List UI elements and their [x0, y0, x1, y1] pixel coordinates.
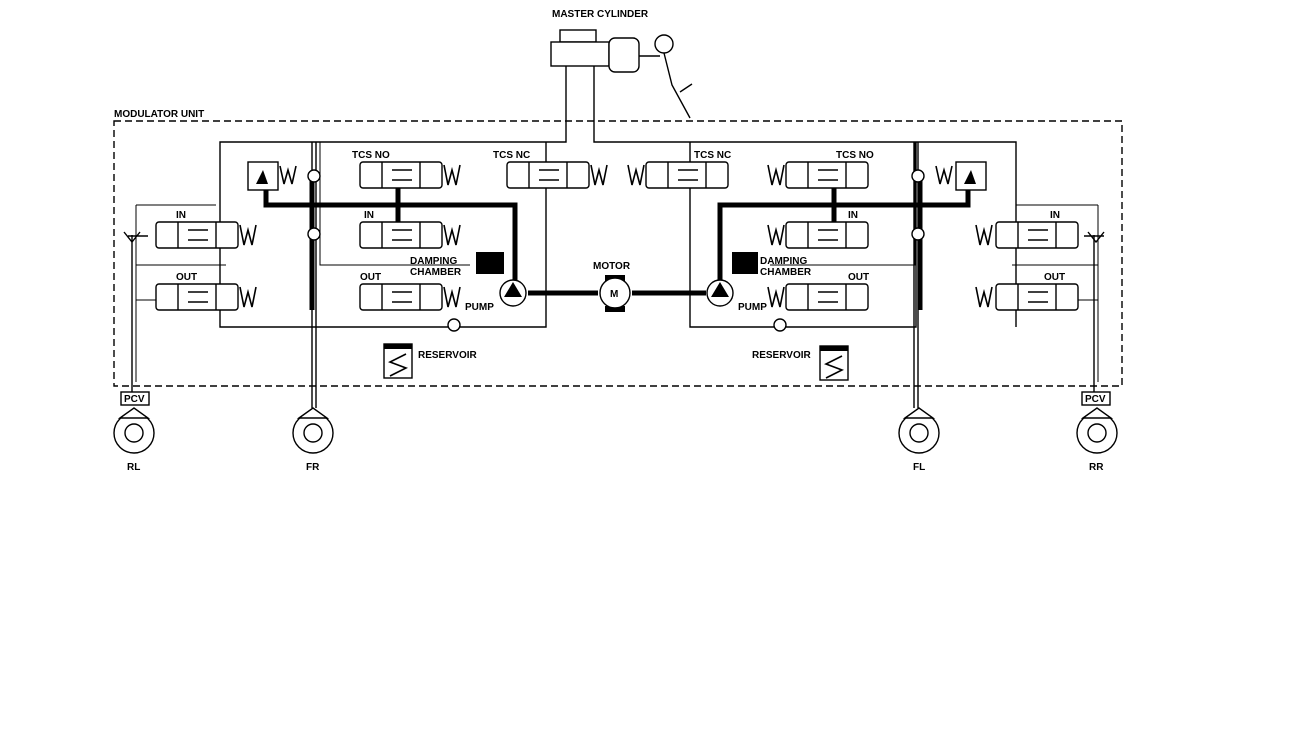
rr-in-valve [975, 221, 1079, 249]
rr-out-label: OUT [1044, 272, 1065, 283]
fl-brake-icon [898, 407, 940, 454]
right-check-valve-icon [911, 169, 925, 183]
right-tcs-no-valve [767, 161, 869, 189]
right-pump-line [717, 190, 971, 290]
modulator-unit-boundary [113, 120, 1123, 387]
left-check-valve-icon [307, 169, 321, 183]
right-damping-label: DAMPING [760, 256, 807, 267]
left-damping-chamber-icon [476, 252, 504, 274]
fr-line [311, 142, 317, 408]
rr-pcv-box [1081, 391, 1111, 406]
motor-icon [599, 277, 631, 309]
rl-pcv-label: PCV [124, 394, 145, 405]
fr-brake-icon [292, 407, 334, 454]
left-reservoir-label: RESERVOIR [418, 350, 477, 361]
rl-in-label: IN [176, 210, 186, 221]
left-pump-line [263, 190, 518, 290]
rr-pcv-label: PCV [1085, 394, 1106, 405]
left-out-label: OUT [360, 272, 381, 283]
right-tcs-no-label: TCS NO [836, 150, 874, 161]
left-pump-label: PUMP [465, 302, 494, 313]
right-tcs-nc-label: TCS NC [694, 150, 731, 161]
right-reservoir-icon [819, 345, 849, 381]
left-tcs-no-valve [359, 161, 461, 189]
wheel-rr-label: RR [1089, 462, 1104, 473]
right-out-valve [767, 283, 869, 311]
motor-symbol: M [610, 289, 618, 300]
left-tcs-no-label: TCS NO [352, 150, 390, 161]
wheel-fl-label: FL [913, 462, 925, 473]
modulator-unit-label: MODULATOR UNIT [114, 109, 204, 120]
right-pump-label: PUMP [738, 302, 767, 313]
right-chamber-label: CHAMBER [760, 267, 812, 278]
right-damping-chamber-icon [732, 252, 758, 274]
rl-pcv-box [120, 391, 150, 406]
left-in-label: IN [364, 210, 374, 221]
motor-label: MOTOR [593, 261, 631, 272]
right-reservoir-label: RESERVOIR [752, 350, 811, 361]
rr-out-valve [975, 283, 1079, 311]
right-in-valve [767, 221, 869, 249]
rl-in-valve [155, 221, 257, 249]
right-relief-valve [935, 161, 987, 191]
rl-brake-icon [113, 407, 155, 454]
rl-out-valve [155, 283, 257, 311]
wheel-rl-label: RL [127, 462, 140, 473]
left-chamber-label: CHAMBER [410, 267, 462, 278]
rr-in-label: IN [1050, 210, 1060, 221]
left-relief-valve [247, 161, 297, 191]
left-tcs-nc-label: TCS NC [493, 150, 530, 161]
left-in-valve [359, 221, 461, 249]
rl-out-label: OUT [176, 272, 197, 283]
rr-brake-icon [1076, 407, 1118, 454]
wheel-fr-label: FR [306, 462, 320, 473]
right-circuit-loop [593, 66, 1017, 328]
right-out-label: OUT [848, 272, 869, 283]
left-reservoir-icon [383, 343, 413, 379]
left-damping-label: DAMPING [410, 256, 457, 267]
fl-line [913, 142, 919, 408]
left-out-valve [359, 283, 461, 311]
right-in-label: IN [848, 210, 858, 221]
master-cylinder-label: MASTER CYLINDER [552, 9, 649, 20]
right-tcs-nc-valve [627, 161, 729, 189]
master-cylinder [550, 29, 693, 119]
left-tcs-nc-valve [506, 161, 608, 189]
